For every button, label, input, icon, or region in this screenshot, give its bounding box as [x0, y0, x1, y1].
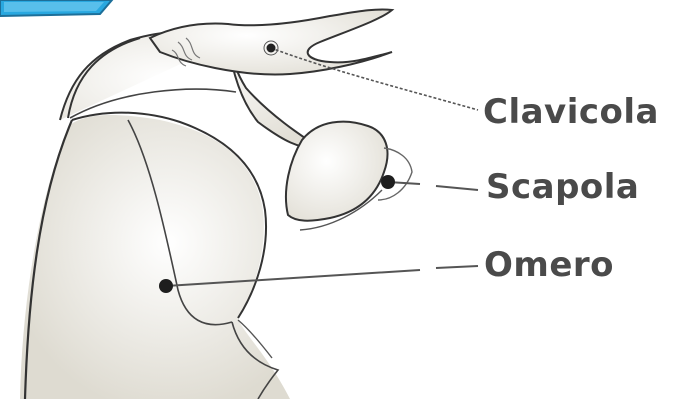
omero-label: Omero	[484, 248, 614, 282]
omero-marker	[159, 279, 173, 293]
corner-badge	[0, 0, 112, 16]
humerus-shape	[20, 115, 290, 399]
scapola-label: Scapola	[486, 170, 639, 204]
scapola-marker	[381, 175, 395, 189]
clavicle-shape	[150, 9, 392, 74]
clavicola-label: Clavicola	[483, 95, 659, 129]
clavicola-marker	[267, 44, 276, 53]
